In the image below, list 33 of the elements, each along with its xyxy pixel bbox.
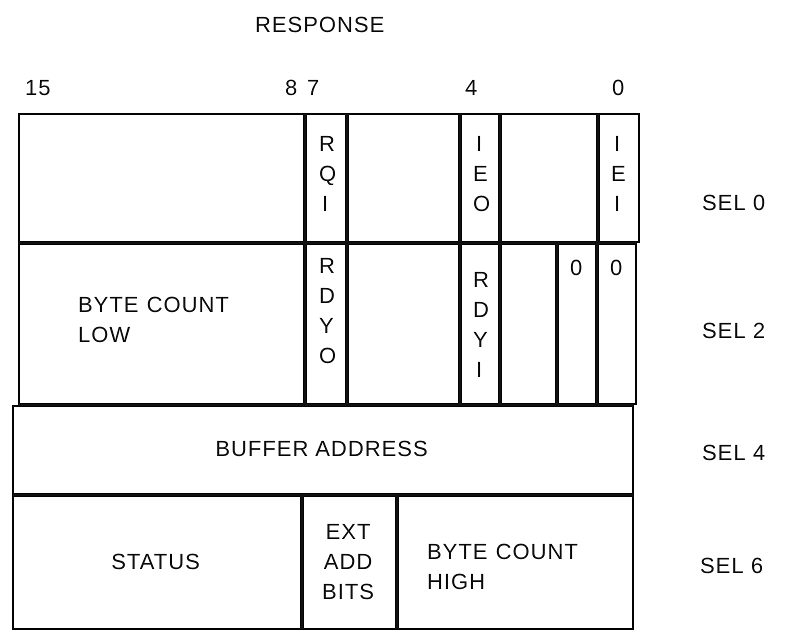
register-field — [397, 495, 634, 630]
field-label: EXT ADD BITS — [321, 518, 376, 606]
register-title: RESPONSE — [255, 12, 386, 38]
register-field — [12, 405, 634, 495]
field-label: 0 — [570, 254, 582, 282]
empty-field — [500, 243, 557, 405]
register-field — [557, 243, 597, 405]
register-select-label: SEL 2 — [702, 318, 766, 344]
register-select-label: SEL 0 — [702, 190, 766, 216]
field-label: RDYI — [473, 266, 486, 384]
register-field — [460, 113, 500, 243]
field-label: BYTE COUNT LOW — [78, 291, 230, 349]
register-field — [597, 243, 637, 405]
register-field — [305, 243, 347, 405]
register-field — [12, 495, 302, 630]
field-label: STATUS — [110, 548, 202, 576]
bit-number: 0 — [612, 75, 626, 101]
register-field — [460, 243, 500, 405]
register-field — [18, 243, 305, 405]
register-field — [305, 113, 347, 243]
empty-field — [500, 113, 598, 243]
field-label: BYTE COUNT HIGH — [427, 538, 580, 596]
register-field — [598, 113, 640, 243]
bit-number: 15 — [25, 75, 52, 101]
field-label: BUFFER ADDRESS — [214, 435, 430, 463]
register-field — [302, 495, 397, 630]
bit-number: 8 — [285, 75, 298, 101]
bit-number: 7 — [307, 75, 320, 101]
register-select-label: SEL 4 — [702, 440, 766, 466]
register-select-label: SEL 6 — [700, 553, 764, 579]
field-label: IEI — [611, 130, 624, 218]
field-label: 0 — [610, 254, 622, 282]
bit-number: 4 — [465, 75, 478, 101]
